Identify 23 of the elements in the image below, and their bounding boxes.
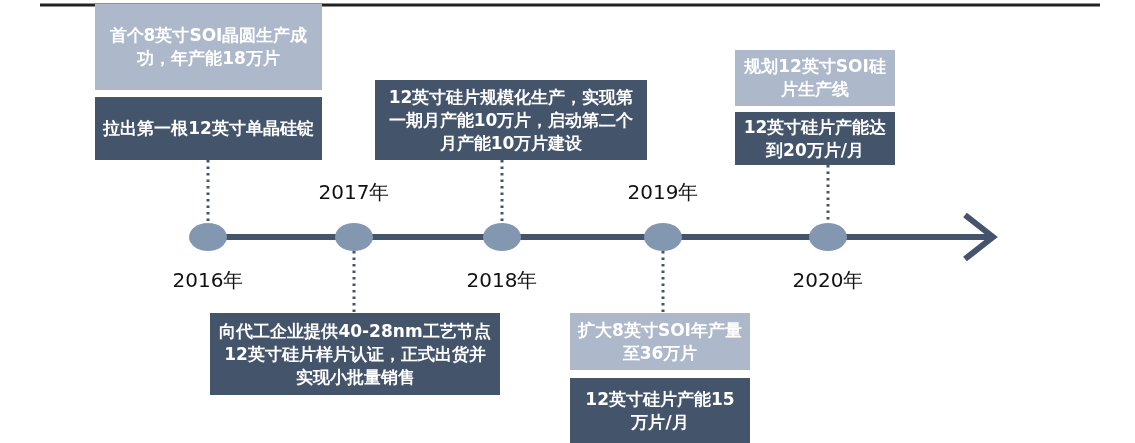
milestone-box: 12英寸硅片产能达到20万片/月 (735, 112, 895, 165)
year-label: 2018年 (465, 267, 539, 294)
milestone-box: 首个8英寸SOI晶圆生产成功，年产能18万片 (95, 4, 322, 90)
milestone-box: 12英寸硅片规模化生产，实现第一期月产能10万片，启动第二个月产能10万片建设 (375, 80, 647, 160)
dotted-connector (826, 165, 830, 223)
milestone-box: 12英寸硅片产能15万片/月 (570, 378, 750, 443)
year-label: 2019年 (626, 179, 700, 206)
timeline-dot (483, 223, 521, 251)
timeline-dot (335, 223, 373, 251)
year-label: 2017年 (317, 179, 391, 206)
year-label: 2016年 (171, 267, 245, 294)
dotted-connector (500, 160, 504, 223)
milestone-box: 扩大8英寸SOI年产量至36万片 (570, 313, 750, 370)
year-label: 2020年 (791, 267, 865, 294)
timeline-dot (189, 223, 227, 251)
dotted-connector (661, 251, 665, 313)
dotted-connector (352, 251, 356, 313)
dotted-connector (206, 160, 210, 223)
milestone-box: 拉出第一根12英寸单晶硅锭 (95, 97, 322, 160)
milestone-box: 规划12英寸SOI硅片生产线 (735, 50, 895, 106)
timeline-dot (644, 223, 682, 251)
milestone-box: 向代工企业提供40-28nm工艺节点12英寸硅片样片认证，正式出货并实现小批量销售 (210, 313, 500, 395)
timeline-dot (809, 223, 847, 251)
